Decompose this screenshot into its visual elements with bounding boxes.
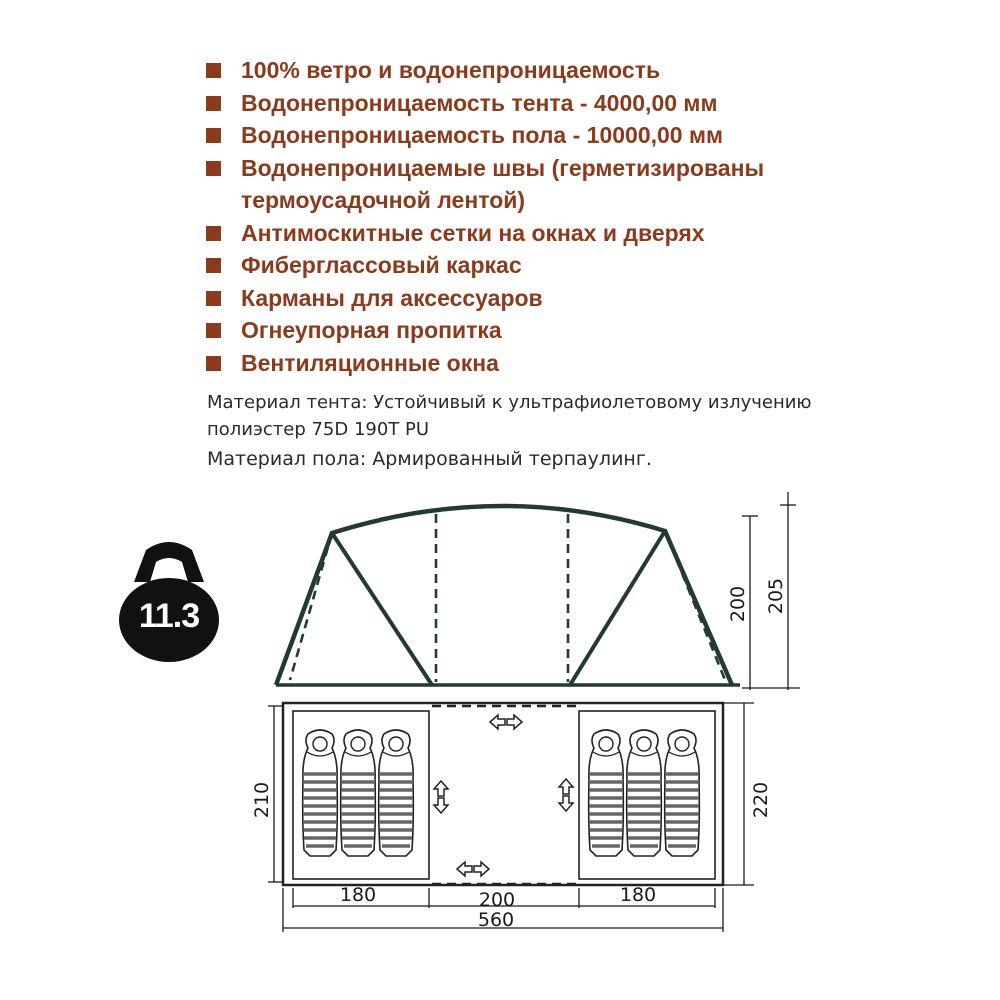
total-length-label: 560 bbox=[478, 909, 514, 931]
vestibule-width-label: 200 bbox=[479, 889, 515, 911]
square-bullet-icon bbox=[206, 290, 221, 306]
square-bullet-icon bbox=[206, 128, 221, 143]
square-bullet-icon bbox=[206, 95, 221, 111]
feature-item: Антимоскитные сетки на окнах и дверях bbox=[205, 217, 764, 250]
feature-item: Водонепроницаемость тента - 4000,00 мм bbox=[205, 87, 764, 120]
door-arrow-icon bbox=[433, 780, 449, 814]
plan-dimension-lines bbox=[268, 702, 754, 932]
feature-item: Огнеупорная пропитка bbox=[205, 314, 764, 347]
tent-material-text: Материал тента: Устойчивый к ультрафиоле… bbox=[207, 392, 812, 440]
height-inner-label: 200 bbox=[727, 586, 749, 622]
square-bullet-icon bbox=[206, 63, 221, 78]
door-arrow-icon bbox=[558, 778, 574, 812]
feature-list: 100% ветро и водонепроницаемость Водонеп… bbox=[205, 54, 764, 379]
square-bullet-icon bbox=[206, 323, 221, 338]
height-outer-label: 205 bbox=[765, 578, 787, 614]
feature-item: Водонепроницаемость пола - 10000,00 мм bbox=[205, 119, 764, 152]
tent-floor-plan bbox=[281, 701, 725, 887]
feature-item: Водонепроницаемые швы (герметизированы bbox=[205, 152, 764, 185]
tent-front-view bbox=[273, 503, 740, 687]
depth-left-label: 210 bbox=[251, 782, 273, 818]
door-arrow-icon bbox=[456, 861, 490, 877]
feature-item: 100% ветро и водонепроницаемость bbox=[205, 54, 764, 87]
sleeping-bag-icon bbox=[300, 728, 340, 858]
square-bullet-icon bbox=[206, 355, 221, 371]
sleeping-bag-icon bbox=[376, 728, 416, 858]
square-bullet-icon bbox=[206, 225, 221, 241]
square-bullet-icon bbox=[206, 258, 221, 273]
sleeping-bag-icon bbox=[662, 728, 702, 858]
feature-item: Вентиляционные окна bbox=[205, 347, 764, 380]
room-left-width-label: 180 bbox=[340, 884, 376, 906]
sleeping-bag-icon bbox=[338, 728, 378, 858]
feature-item-continuation: термоусадочной лентой) bbox=[241, 187, 526, 213]
feature-item: Карманы для аксессуаров bbox=[205, 282, 764, 315]
sleeping-bag-icon bbox=[586, 728, 626, 858]
feature-item: Фиберглассовый каркас bbox=[205, 249, 764, 282]
room-right-width-label: 180 bbox=[620, 884, 656, 906]
height-dimension-lines bbox=[742, 492, 800, 690]
sleeping-bag-icon bbox=[624, 728, 664, 858]
door-arrow-icon bbox=[489, 714, 523, 730]
weight-value: 11.3 bbox=[138, 597, 200, 635]
kettlebell-icon bbox=[119, 542, 219, 662]
square-bullet-icon bbox=[206, 160, 221, 176]
floor-material-text: Материал пола: Армированный терпаулинг. bbox=[207, 448, 652, 470]
depth-right-label: 220 bbox=[750, 782, 772, 818]
